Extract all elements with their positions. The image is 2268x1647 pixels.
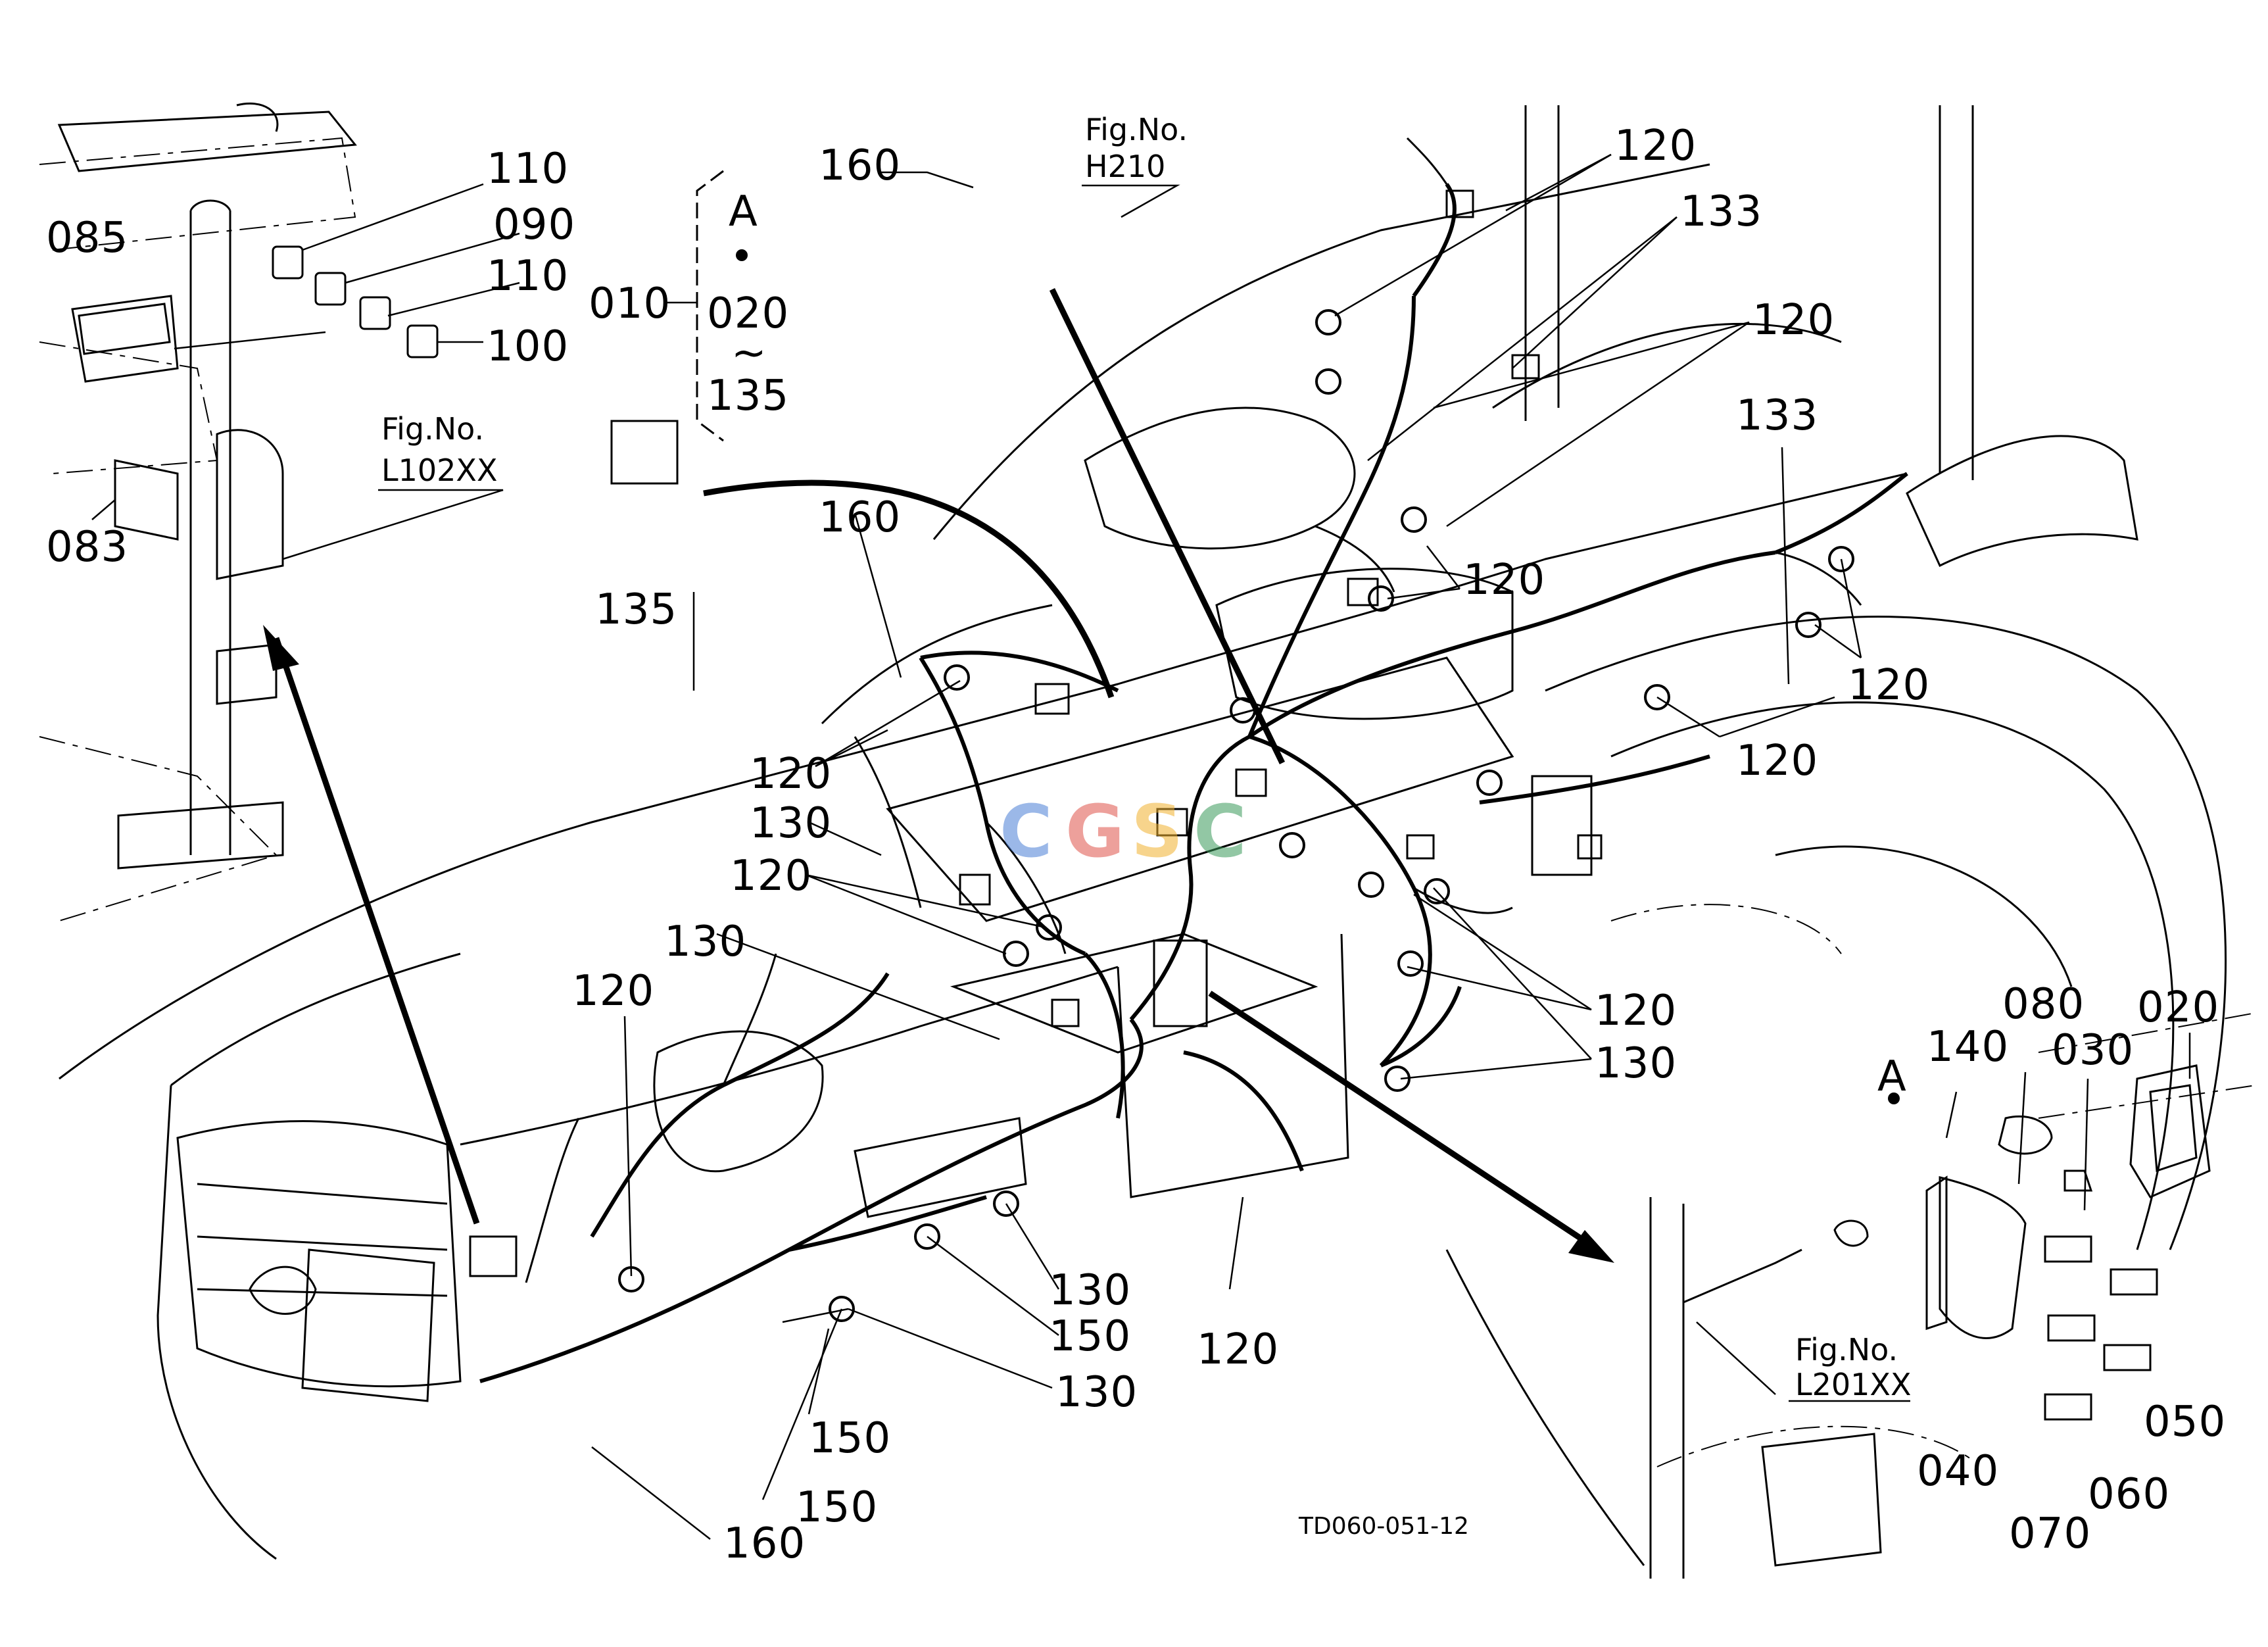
callout-120-upper-right: 120 [1752,296,1835,345]
callout-133-top: 133 [1680,187,1763,236]
callout-120-top: 120 [1614,122,1697,170]
callout-120-transmission: 120 [1595,987,1677,1035]
callout-110-top: 110 [487,145,569,193]
group-ref-letter: A [729,187,758,236]
watermark-letter-1: C [1000,789,1053,873]
callout-130-starter: 130 [1049,1266,1132,1315]
callout-150-starter: 150 [1049,1312,1132,1361]
fig-ref-h210-number: H210 [1085,149,1166,184]
group-ref-135: 135 [707,372,790,420]
callout-120-seat: 120 [1463,556,1546,604]
detail-a-marker [1888,1093,1900,1104]
fig-ref-l201xx-number: L201XX [1795,1367,1912,1402]
fig-ref-h210-label: Fig.No. [1085,112,1188,147]
callout-150-lower: 150 [796,1483,879,1532]
detail-a-inset [1649,1064,2211,1579]
phantom-outline [39,137,2256,1467]
callout-160-top: 160 [819,141,902,190]
callout-030: 030 [2052,1026,2135,1075]
callout-120-mid: 120 [730,852,813,900]
callout-130-engine: 130 [664,918,747,966]
wiring-branches [525,137,1862,1283]
fuse-box-mount-inset [57,102,357,870]
callout-120-dash: 120 [750,750,832,799]
callout-150-mid: 150 [809,1414,892,1463]
callout-130-lower: 130 [1055,1368,1138,1417]
callout-083: 083 [46,523,129,572]
group-ref-010: 010 [589,280,671,328]
callout-080: 080 [2002,980,2085,1029]
pointer-arrows [273,288,1600,1252]
fuse-set [272,245,439,358]
watermark-letter-4: C [1194,789,1247,873]
callout-120-fender: 120 [1848,661,1931,710]
callout-135: 135 [595,585,678,634]
callout-133-right: 133 [1736,391,1819,440]
group-ref-tilde: ~ [731,329,767,378]
callout-085: 085 [46,214,129,262]
callout-070: 070 [2009,1510,2092,1558]
group-a-marker [736,249,748,261]
callout-160-bottom: 160 [723,1519,806,1568]
drawing-code: TD060-051-12 [1299,1513,1469,1540]
callout-140: 140 [1927,1023,2010,1071]
wiring-harness [479,183,1908,1383]
callout-120-bottom: 120 [1197,1325,1280,1374]
callout-110-lower: 110 [487,252,569,301]
callout-060: 060 [2088,1470,2171,1519]
detail-ref-letter: A [1877,1052,1907,1101]
callout-120-rear-right: 120 [1736,737,1819,785]
callout-090: 090 [493,201,576,249]
fig-ref-lines [282,184,1910,1402]
watermark-letter-3: S [1131,789,1184,873]
group-ref-020: 020 [707,289,790,338]
fig-ref-l102xx-number: L102XX [381,453,498,488]
fig-ref-l102xx-label: Fig.No. [381,411,485,447]
callout-040: 040 [1917,1447,2000,1496]
arrow-heads [263,625,1614,1263]
group-bracket [696,170,724,442]
harness-connectors [469,189,1603,1277]
callout-050: 050 [2144,1398,2227,1446]
callout-100: 100 [487,322,569,371]
callout-120-engine-left: 120 [572,967,655,1016]
callout-160-dash: 160 [819,493,902,542]
callout-020-detail: 020 [2137,983,2220,1032]
callout-130-transmission: 130 [1595,1039,1677,1088]
leader-lines [91,153,2191,1540]
callout-130-dash: 130 [750,799,832,848]
watermark-letter-2: G [1065,789,1125,873]
fig-ref-l201xx-label: Fig.No. [1795,1332,1898,1367]
